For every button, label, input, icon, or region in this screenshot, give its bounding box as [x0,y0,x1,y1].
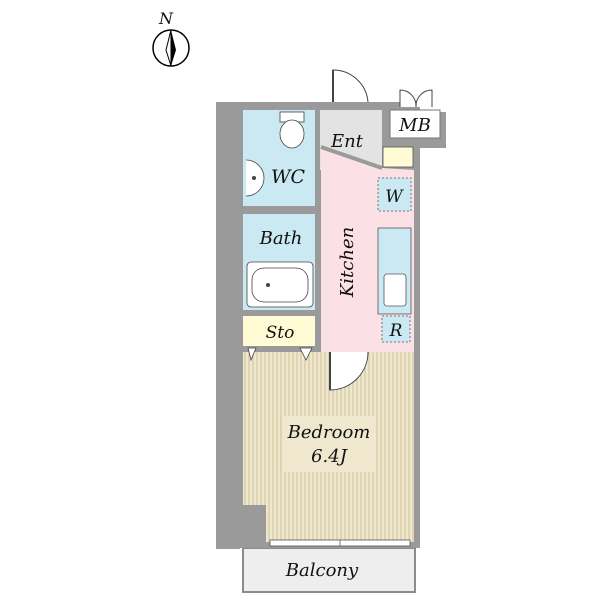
washer-space [377,177,412,212]
storage-doors [247,347,313,362]
balcony-window [269,539,411,547]
wc-label: WC [271,166,306,188]
corner-column [216,505,240,549]
washer-label: W [385,187,404,207]
compass-needle-half [165,29,172,67]
bedroom-door [329,351,369,391]
sto-label: Sto [266,323,295,343]
mb-door [399,89,433,108]
balcony-label: Balcony [285,560,359,581]
bedroom-label-box [282,416,376,472]
entrance-step [320,145,383,170]
toilet-icon [279,111,305,149]
compass: N [152,9,190,67]
bedroom-label: Bedroom [287,422,371,443]
entrance-label: Ent [330,131,364,152]
kitchen-sink-icon [383,273,407,307]
fridge-label: R [389,321,403,341]
mb-label-box [389,109,441,139]
kitchen-label: Kitchen [337,227,358,298]
washbasin-icon [245,159,265,197]
bath-label: Bath [259,228,303,249]
bedroom-size-label: 6.4J [311,446,349,467]
entrance-door [332,69,369,103]
shoe-closet [382,146,414,168]
mb-label: MB [398,115,431,136]
storage-room [243,316,315,346]
bathtub-icon [246,261,314,308]
compass-north-label: N [158,9,174,28]
bedroom-floor-lower [266,505,414,542]
fridge-space [381,315,411,343]
